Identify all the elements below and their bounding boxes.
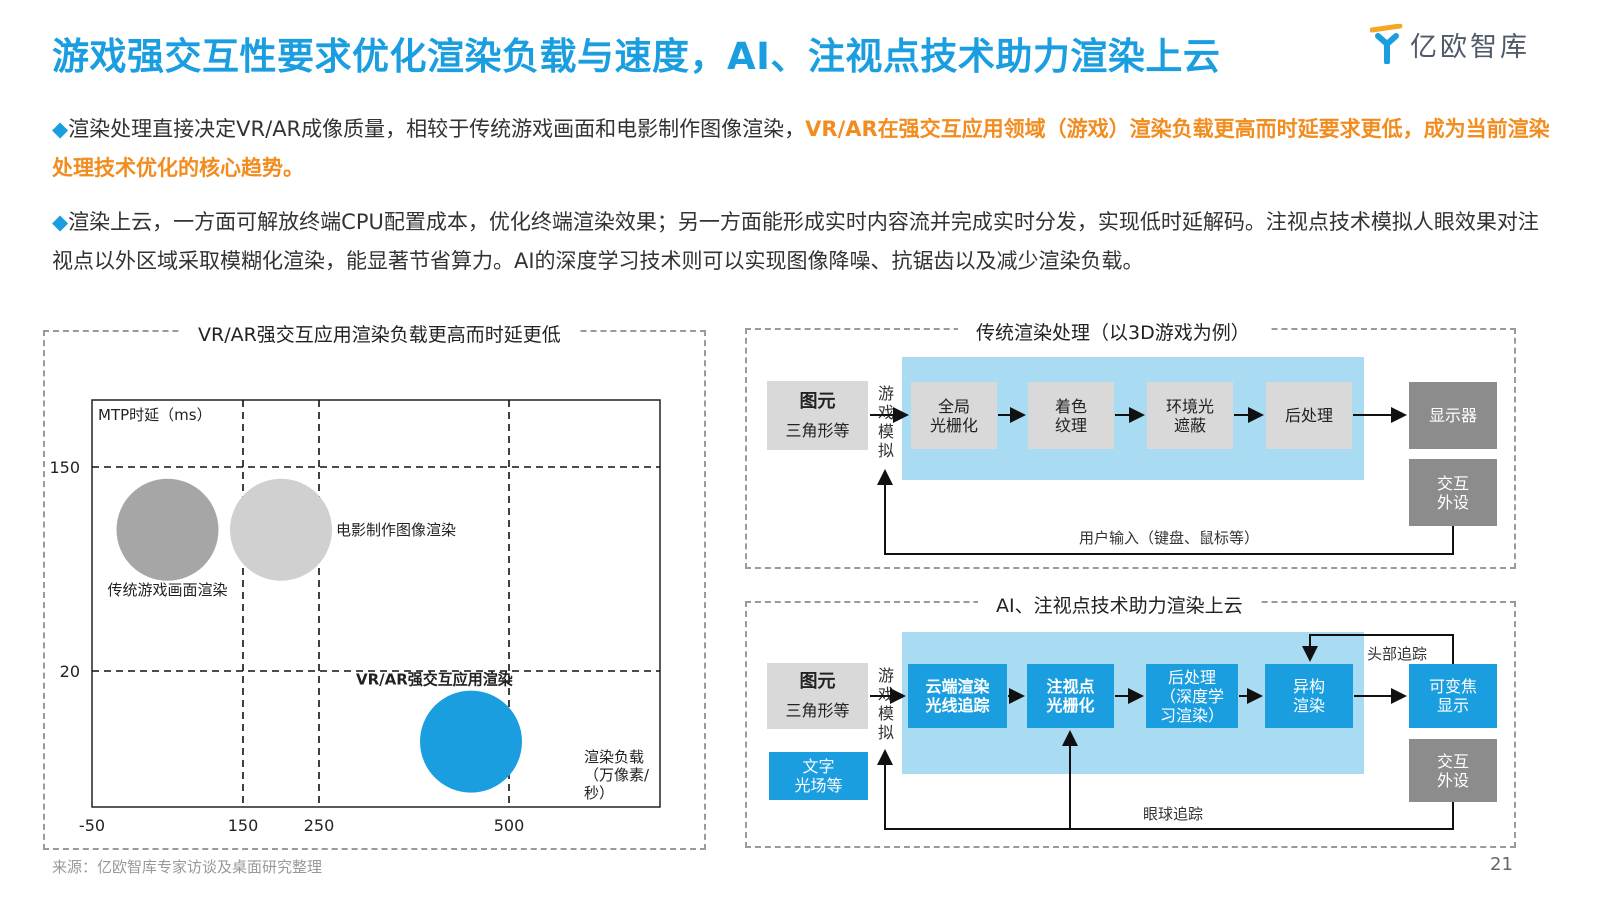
chart-title: VR/AR强交互应用渲染负载更高而时延更低 (180, 320, 579, 347)
user-input-label: 用户输入（键盘、鼠标等） (1075, 527, 1264, 548)
x-axis-label: （万像素/ (584, 766, 650, 784)
x-tick-label: 500 (494, 816, 525, 835)
x-tick-label: 250 (304, 816, 335, 835)
scatter-chart: -50 150 250 500 150 20 MTP时延（ms） 渲染负载（万像素/秒） 传统游… (49, 399, 661, 835)
bullet-icon: ◆ (52, 210, 69, 234)
logo: 亿欧智库 (1370, 24, 1530, 64)
step-cloud-raytracing: 云端渲染 光线追踪 (908, 664, 1007, 728)
y-axis-label: MTP时延（ms） (98, 406, 212, 424)
ai-title: AI、注视点技术助力渲染上云 (978, 591, 1261, 618)
x-axis-label: 秒） (584, 784, 614, 802)
x-tick-label: -50 (79, 816, 105, 835)
ai-peripheral-box: 交互 外设 (1409, 739, 1497, 802)
step-postprocess: 后处理 (1266, 382, 1352, 449)
y-tick-label: 150 (49, 458, 80, 477)
text-light-field-box: 文字 光场等 (769, 752, 868, 800)
bubble-1 (116, 478, 219, 581)
peripheral-box: 交互 外设 (1409, 459, 1497, 526)
paragraph-1-text: 渲染处理直接决定VR/AR成像质量，相较于传统游戏画面和电影制作图像渲染， (68, 117, 806, 141)
yiou-logo-icon (1370, 24, 1403, 64)
step-foveated-rasterize: 注视点 光栅化 (1027, 664, 1114, 728)
bubble-label-1: 传统游戏画面渲染 (107, 581, 227, 599)
bubble-label-3: VR/AR强交互应用渲染 (356, 671, 514, 689)
bubble-2 (230, 478, 332, 581)
primitive-box: 图元 三角形等 (767, 381, 868, 450)
step-heterogeneous-render: 异构 渲染 (1265, 664, 1353, 728)
source-note: 来源：亿欧智库专家访谈及桌面研究整理 (52, 858, 323, 876)
ai-primitive-title: 图元 (799, 671, 836, 692)
paragraph-2: ◆渲染上云，一方面可解放终端CPU配置成本，优化终端渲染效果；另一方面能形成实时… (52, 203, 1552, 281)
logo-text: 亿欧智库 (1410, 31, 1530, 63)
step-dl-postprocess: 后处理 （深度学 习渲染） (1146, 664, 1238, 728)
paragraph-2-text: 渲染上云，一方面可解放终端CPU配置成本，优化终端渲染效果；另一方面能形成实时内… (52, 210, 1539, 273)
ai-game-sim-label: 游戏模拟 (878, 666, 895, 742)
head-tracking-label: 头部追踪 (1367, 645, 1428, 663)
varifocal-display-box: 可变焦 显示 (1409, 664, 1497, 728)
page-number: 21 (1490, 854, 1513, 875)
primitive-subtitle: 三角形等 (785, 420, 850, 440)
display-box: 显示器 (1409, 382, 1497, 449)
plot-frame (91, 399, 661, 808)
x-tick-label: 150 (228, 816, 259, 835)
x-axis-label: 渲染负载 (584, 748, 644, 766)
y-tick-label: 20 (60, 662, 80, 681)
page-title: 游戏强交互性要求优化渲染负载与速度，AI、注视点技术助力渲染上云 (52, 35, 1221, 78)
game-sim-label: 游戏模拟 (878, 384, 895, 460)
step-ambient-occlusion: 环境光 遮蔽 (1147, 382, 1233, 449)
bullet-icon: ◆ (52, 117, 69, 141)
eye-tracking-label: 眼球追踪 (1139, 803, 1208, 824)
step-shading: 着色 纹理 (1028, 382, 1114, 449)
traditional-title: 传统渲染处理（以3D游戏为例） (958, 318, 1268, 345)
step-rasterize: 全局 光栅化 (911, 382, 997, 449)
paragraph-1: ◆渲染处理直接决定VR/AR成像质量，相较于传统游戏画面和电影制作图像渲染，VR… (52, 110, 1552, 188)
ai-primitive-box: 图元 三角形等 (767, 663, 868, 729)
ai-primitive-subtitle: 三角形等 (785, 701, 850, 720)
paragraph-1-highlight: VR/AR在强交互应用领域（游戏）渲染负载更高而时延要求更低，成为当前渲染处理技… (52, 117, 1550, 180)
primitive-title: 图元 (799, 390, 836, 412)
bubble-3 (420, 690, 522, 793)
bubble-label-2: 电影制作图像渲染 (336, 521, 456, 539)
